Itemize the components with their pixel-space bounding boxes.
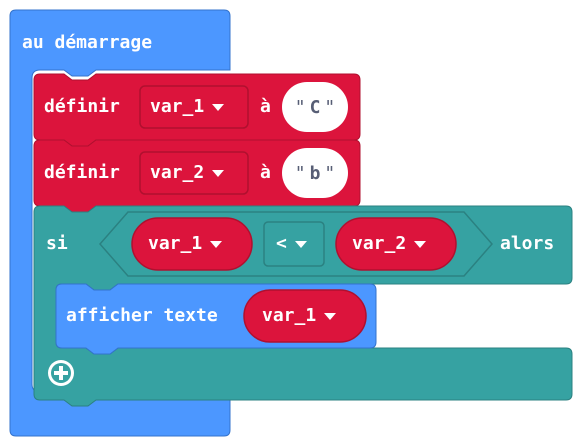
right-operand-dropdown[interactable]: var_2 — [352, 233, 427, 255]
chevron-down-icon — [212, 103, 225, 111]
open-quote-icon: " — [294, 162, 306, 184]
if-label: si — [46, 233, 68, 254]
set1-variable-name: var_1 — [150, 96, 205, 117]
open-quote-icon: " — [294, 96, 306, 118]
chevron-down-icon — [324, 312, 337, 320]
operator-symbol: < — [276, 233, 287, 254]
set1-var-dropdown-bg — [139, 85, 249, 129]
set2-verb: définir — [44, 162, 120, 183]
left-operand-name: var_1 — [148, 233, 203, 254]
chevron-down-icon — [414, 240, 427, 248]
operator-dropdown[interactable]: < — [276, 233, 307, 255]
set2-connector: à — [260, 162, 271, 183]
show-variable-name: var_1 — [262, 305, 317, 326]
set2-variable-name: var_2 — [150, 162, 205, 183]
set1-variable-dropdown[interactable]: var_1 — [150, 96, 225, 118]
chevron-down-icon — [210, 240, 223, 248]
on-start-label: au démarrage — [22, 32, 153, 53]
show-variable-dropdown[interactable]: var_1 — [262, 305, 337, 327]
plus-circle-icon[interactable] — [45, 357, 77, 389]
right-operand-name: var_2 — [352, 233, 407, 254]
left-operand-pill-bg — [131, 217, 253, 271]
set1-string-text: C — [309, 96, 321, 118]
set2-string-text: b — [309, 162, 321, 184]
show-var-pill-bg — [243, 289, 367, 343]
close-quote-icon: " — [324, 162, 336, 184]
right-operand-pill-bg — [335, 217, 457, 271]
set2-var-dropdown-bg — [139, 151, 249, 195]
set1-verb: définir — [44, 96, 120, 117]
operator-dropdown-bg — [263, 221, 325, 267]
show-string-label: afficher texte — [66, 305, 218, 326]
set1-connector: à — [260, 96, 271, 117]
then-label: alors — [500, 233, 555, 254]
close-quote-icon: " — [324, 96, 336, 118]
set2-variable-dropdown[interactable]: var_2 — [150, 162, 225, 184]
chevron-down-icon — [212, 169, 225, 177]
chevron-down-icon — [294, 240, 307, 248]
left-operand-dropdown[interactable]: var_1 — [148, 233, 223, 255]
set1-string-value[interactable]: " C " — [282, 82, 348, 132]
set2-string-value[interactable]: " b " — [282, 148, 348, 198]
